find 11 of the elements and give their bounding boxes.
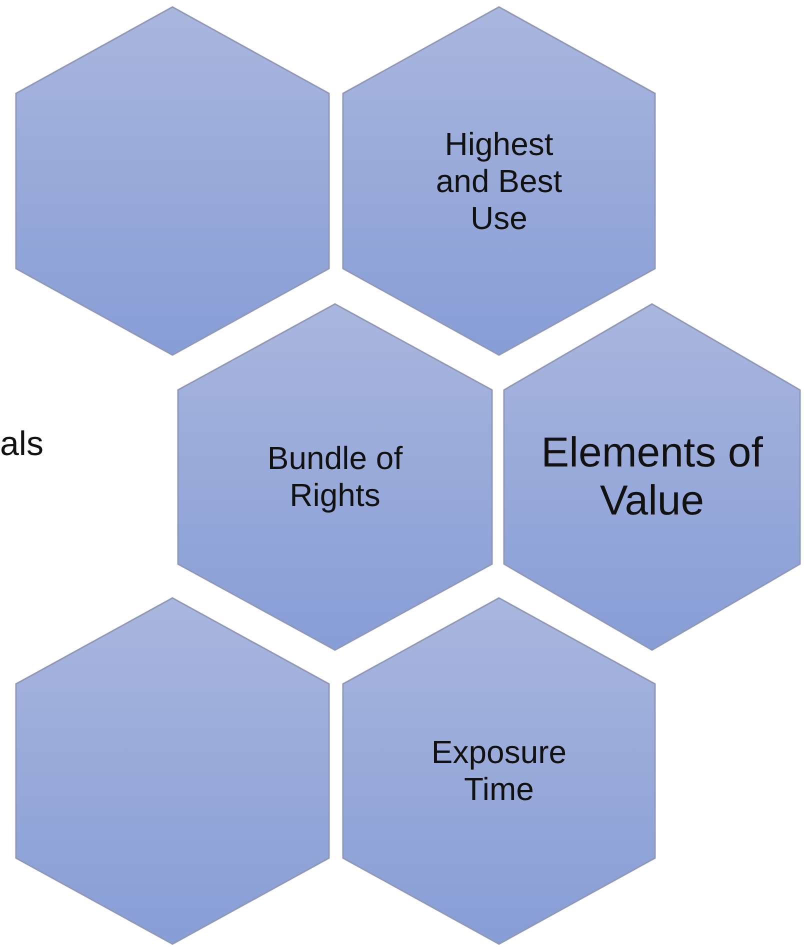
- hexagon-label: Exposure Time: [430, 734, 568, 808]
- hexagon: [15, 6, 330, 356]
- hexagon-label: Highest and Best Use: [434, 126, 564, 236]
- hexagon: [503, 303, 801, 651]
- hexagon: [342, 6, 656, 356]
- cut-off-text: als: [0, 425, 44, 464]
- hexagon-label: Elements of Value: [540, 428, 764, 526]
- hexagon: [177, 303, 493, 651]
- hexagon: [15, 597, 330, 945]
- hexagon: [342, 597, 656, 945]
- hexagon-label: Bundle of Rights: [266, 440, 404, 514]
